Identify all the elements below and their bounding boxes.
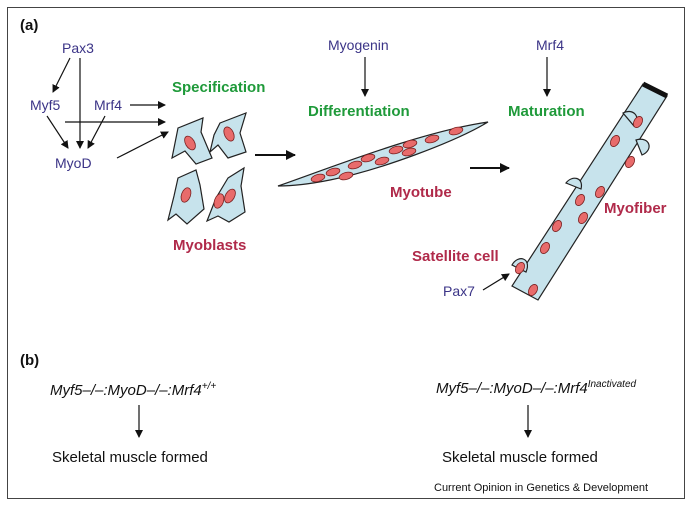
- gene-network-arrows: [46, 57, 169, 159]
- arrow-myf5-myod: [46, 115, 69, 149]
- myotube: [277, 121, 489, 187]
- arrow-myod-specification: [116, 131, 169, 159]
- gene-myod: MyoD: [55, 155, 92, 171]
- gene-pax3: Pax3: [62, 40, 94, 56]
- gene-mrf4-maturation: Mrf4: [536, 37, 564, 53]
- journal-credit: Current Opinion in Genetics & Developmen…: [434, 482, 648, 494]
- label-myotube: Myotube: [390, 184, 452, 201]
- label-myofiber: Myofiber: [604, 200, 667, 217]
- panel-b-label: (b): [20, 352, 39, 369]
- stage-specification: Specification: [172, 79, 265, 96]
- label-satellite-cell: Satellite cell: [412, 248, 499, 265]
- arrow-pax3-myf5: [52, 57, 71, 93]
- arrow-mrf4-myod: [87, 115, 106, 149]
- panel-b-left: Myf5–/–:MyoD–/–:Mrf4+/+ Skeletal muscle …: [50, 381, 216, 466]
- outcome-right: Skeletal muscle formed: [442, 449, 598, 466]
- stage-maturation: Maturation: [508, 103, 585, 120]
- gene-myf5: Myf5: [30, 97, 61, 113]
- figure-frame: [7, 7, 685, 499]
- genotype-left: Myf5–/–:MyoD–/–:Mrf4+/+: [50, 381, 216, 399]
- genotype-right: Myf5–/–:MyoD–/–:Mrf4Inactivated: [436, 379, 637, 397]
- panel-a-label: (a): [20, 17, 38, 34]
- label-myoblasts: Myoblasts: [173, 237, 246, 254]
- gene-pax7: Pax7: [443, 283, 475, 299]
- myoblasts: [167, 112, 247, 225]
- gene-myogenin: Myogenin: [328, 37, 389, 53]
- panel-b-right: Myf5–/–:MyoD–/–:Mrf4Inactivated Skeletal…: [436, 379, 637, 466]
- gene-mrf4: Mrf4: [94, 97, 122, 113]
- outcome-left: Skeletal muscle formed: [52, 449, 208, 466]
- stage-differentiation: Differentiation: [308, 103, 410, 120]
- arrow-pax7-satellite: [482, 273, 510, 291]
- myofiber: [511, 81, 669, 301]
